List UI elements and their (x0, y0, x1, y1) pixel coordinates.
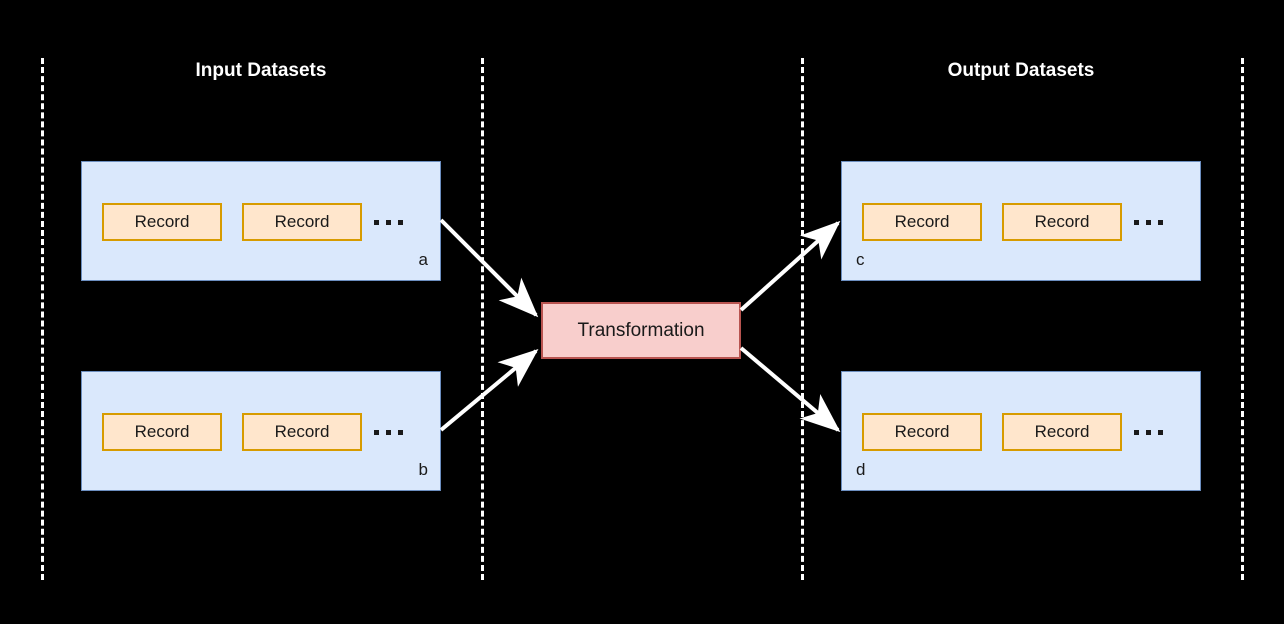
record-row: Record Record (862, 203, 1174, 241)
record-spacer (982, 432, 1002, 433)
divider-line-2 (481, 58, 484, 580)
record-box[interactable]: Record (1002, 413, 1122, 451)
ellipsis-icon (362, 429, 414, 435)
dataset-a[interactable]: Record Record a (81, 161, 441, 281)
arrow-transformation-to-d (739, 346, 841, 433)
dataset-d[interactable]: Record Record d (841, 371, 1201, 491)
ellipsis-icon (1122, 429, 1174, 435)
record-spacer (222, 432, 242, 433)
record-row: Record Record (862, 413, 1174, 451)
record-box[interactable]: Record (862, 413, 982, 451)
record-box[interactable]: Record (862, 203, 982, 241)
dataset-label-c: c (856, 250, 865, 269)
output-datasets-title: Output Datasets (947, 60, 1095, 81)
record-row: Record Record (102, 203, 414, 241)
divider-line-3 (801, 58, 804, 580)
arrow-b-to-transformation (439, 348, 539, 432)
divider-line-4 (1241, 58, 1244, 580)
record-row: Record Record (102, 413, 414, 451)
ellipsis-icon (362, 219, 414, 225)
arrow-transformation-to-c (739, 220, 841, 312)
dataset-label-a: a (418, 250, 428, 269)
record-spacer (222, 222, 242, 223)
dataset-c[interactable]: Record Record c (841, 161, 1201, 281)
input-datasets-title: Input Datasets (195, 60, 327, 81)
dataset-label-d: d (856, 460, 866, 479)
divider-line-1 (41, 58, 44, 580)
transformation-node[interactable]: Transformation (541, 302, 741, 359)
record-box[interactable]: Record (102, 413, 222, 451)
ellipsis-icon (1122, 219, 1174, 225)
record-box[interactable]: Record (1002, 203, 1122, 241)
arrow-a-to-transformation (439, 218, 539, 318)
record-box[interactable]: Record (242, 203, 362, 241)
record-box[interactable]: Record (242, 413, 362, 451)
record-box[interactable]: Record (102, 203, 222, 241)
dataset-b[interactable]: Record Record b (81, 371, 441, 491)
record-spacer (982, 222, 1002, 223)
dataset-label-b: b (418, 460, 428, 479)
